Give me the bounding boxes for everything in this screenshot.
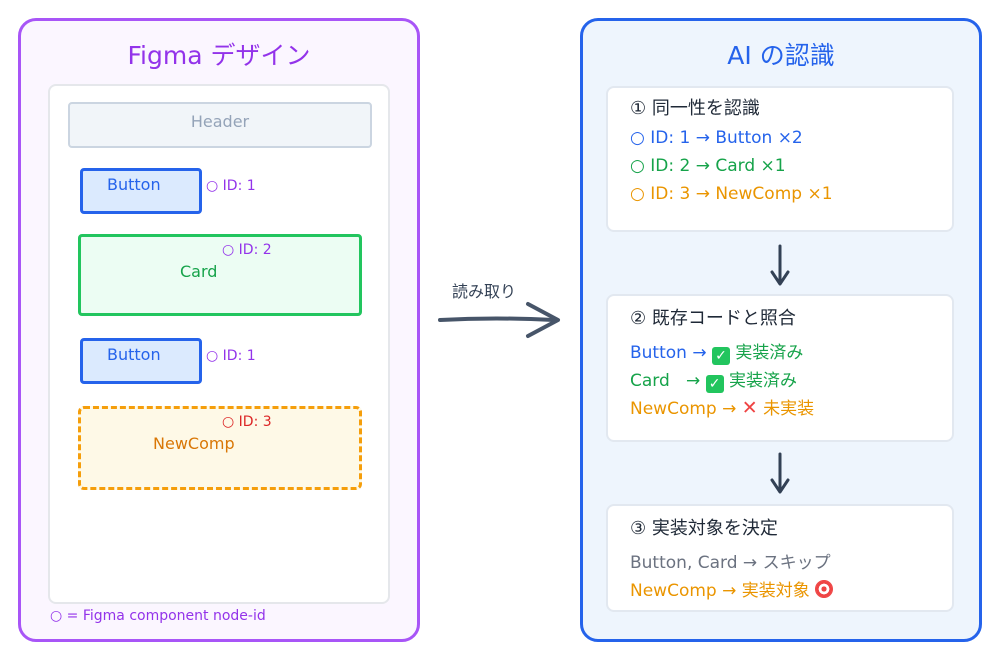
step-identity-card — [606, 86, 954, 232]
step-1-title: ① 同一性を認識 — [630, 98, 760, 119]
skip-line: Button, Card → スキップ — [630, 553, 831, 573]
newcomp-label: NewComp — [153, 434, 235, 453]
compare-name: NewComp → — [630, 399, 737, 419]
button-component-2: Button — [80, 338, 202, 384]
identity-line-2: ○ ID: 2 → Card ×1 — [630, 156, 786, 176]
target-icon — [815, 580, 834, 598]
compare-status: 未実装 — [763, 399, 815, 419]
node-id-tag-1b: ○ ID: 1 — [206, 348, 256, 364]
newcomp-component — [78, 406, 362, 490]
right-arrow-icon — [438, 302, 560, 338]
identity-line-1: ○ ID: 1 → Button ×2 — [630, 128, 803, 148]
step-compare-card — [606, 294, 954, 442]
node-id-tag-3: ○ ID: 3 — [222, 414, 272, 430]
cross-mark-icon: ✕ — [741, 397, 758, 419]
compare-row-button: Button → ✓ 実装済み — [630, 338, 803, 365]
figma-panel-title: Figma デザイン — [127, 41, 311, 70]
node-id-legend: ○ = Figma component node-id — [50, 608, 266, 624]
ai-panel-title: AI の認識 — [727, 41, 835, 70]
compare-status: 実装済み — [735, 343, 804, 363]
compare-row-card: Card → ✓ 実装済み — [630, 366, 797, 393]
header-component: Header — [68, 102, 372, 148]
step-decision-card — [606, 504, 954, 612]
step-2-title: ② 既存コードと照合 — [630, 308, 796, 329]
button-component-1: Button — [80, 168, 202, 214]
check-mark-icon: ✓ — [705, 375, 724, 393]
compare-name: Button → — [630, 343, 707, 363]
node-id-tag-1: ○ ID: 1 — [206, 178, 256, 194]
identity-line-3: ○ ID: 3 → NewComp ×1 — [630, 184, 833, 204]
node-id-tag-2: ○ ID: 2 — [222, 242, 272, 258]
compare-row-newcomp: NewComp → ✕ 未実装 — [630, 394, 814, 419]
card-label: Card — [180, 262, 218, 281]
read-arrow-label: 読み取り — [452, 282, 517, 301]
target-text: NewComp → 実装対象 — [630, 581, 810, 601]
card-component — [78, 234, 362, 316]
down-arrow-icon — [770, 452, 790, 494]
compare-name: Card → — [630, 371, 701, 391]
compare-status: 実装済み — [729, 371, 798, 391]
down-arrow-icon — [770, 244, 790, 286]
step-3-title: ③ 実装対象を決定 — [630, 518, 778, 539]
target-line: NewComp → 実装対象 — [630, 576, 834, 601]
check-mark-icon: ✓ — [712, 347, 730, 365]
